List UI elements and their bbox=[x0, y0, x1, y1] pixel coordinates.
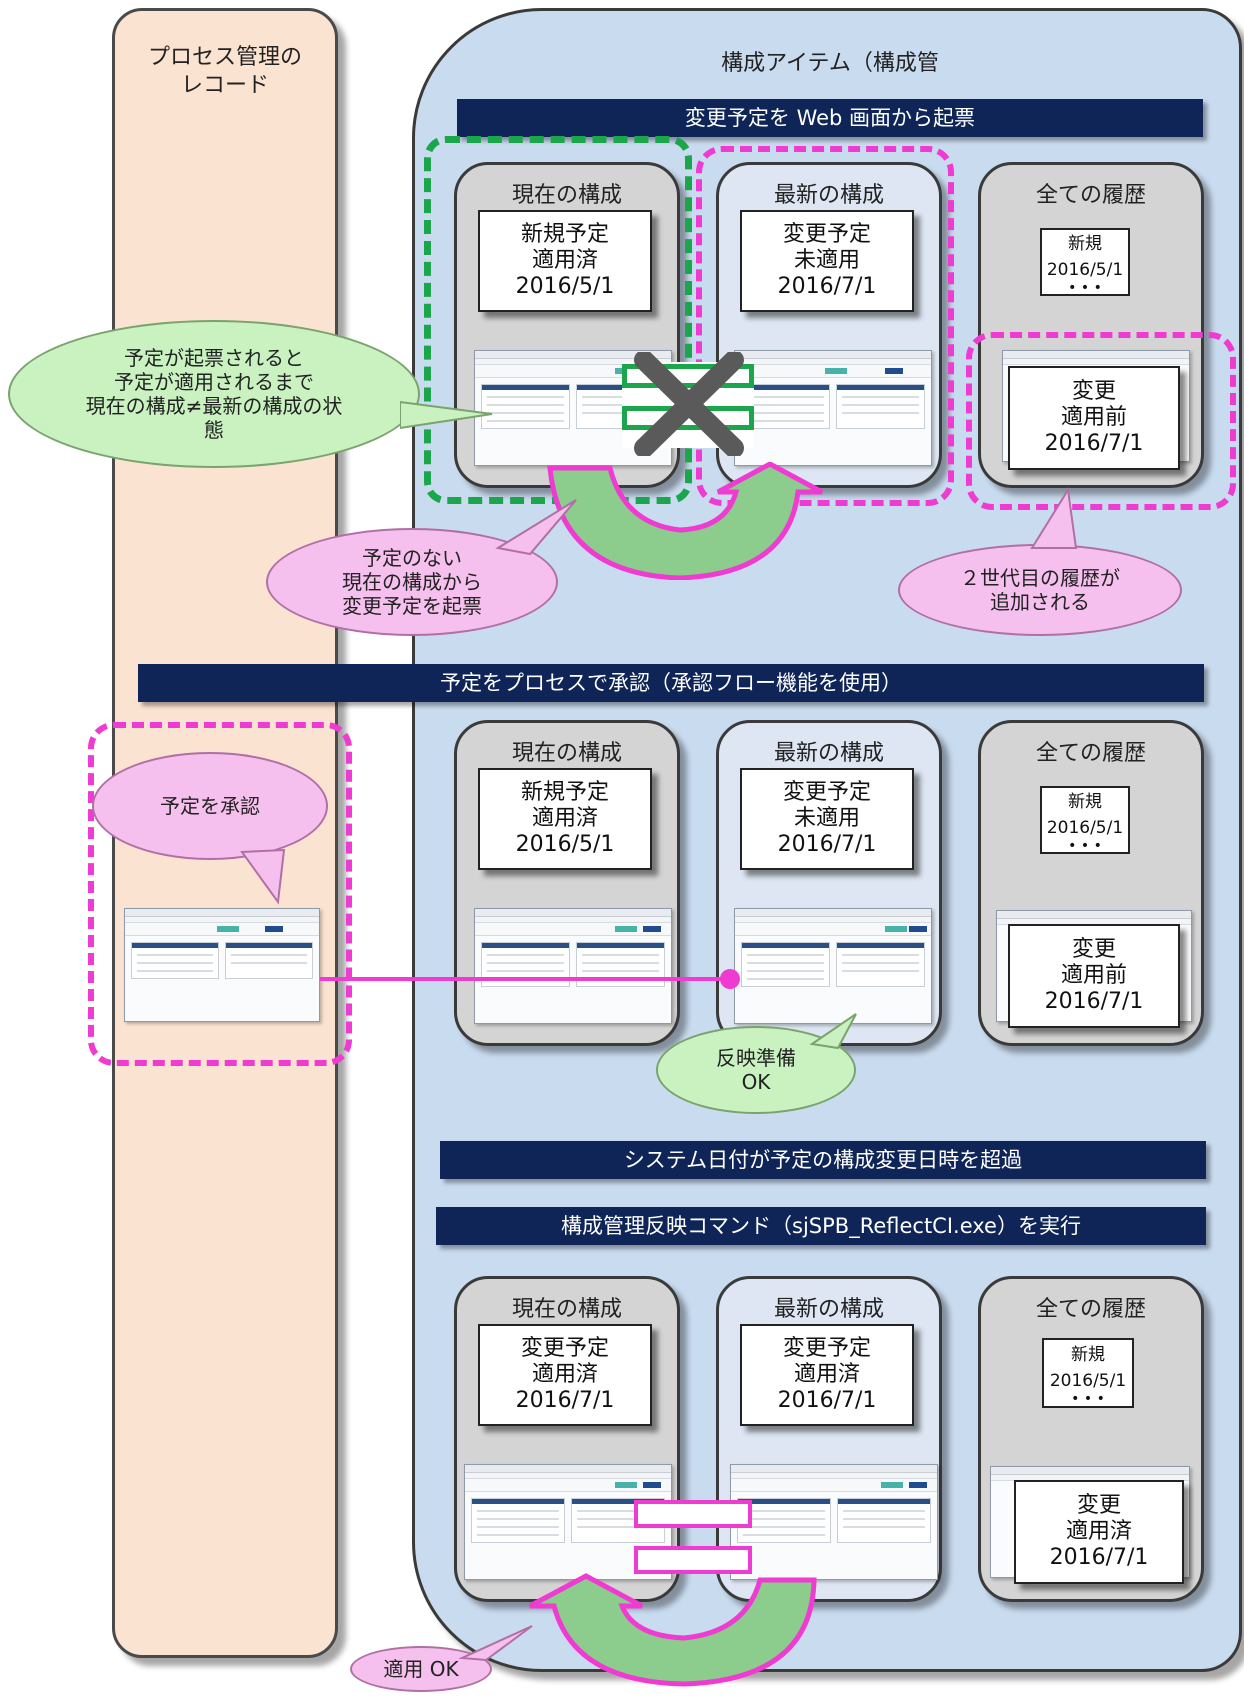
callout-ready: 反映準備 OK bbox=[656, 1026, 856, 1114]
stage2-latest-title: 最新の構成 bbox=[773, 741, 884, 766]
card-line: 新規予定 bbox=[520, 780, 609, 805]
banner-reflect-command: 構成管理反映コマンド（sjSPB_ReflectCI.exe）を実行 bbox=[436, 1207, 1206, 1245]
card-line: 2016/5/1 bbox=[515, 832, 615, 857]
callout-tail bbox=[240, 848, 286, 905]
card-line: 2016/7/1 bbox=[515, 1388, 615, 1413]
card-line: 変更 bbox=[1071, 937, 1116, 962]
callout-issue-change: 予定のない 現在の構成から 変更予定を起票 bbox=[266, 528, 558, 636]
stage1-current-title: 現在の構成 bbox=[511, 183, 622, 208]
stage1-latest-card: 変更予定 未適用 2016/7/1 bbox=[740, 210, 914, 312]
callout-tail bbox=[495, 499, 577, 556]
ci-lane-title: 構成アイテム（構成管 bbox=[721, 51, 939, 76]
equal-bar-bottom bbox=[634, 1546, 752, 1574]
latest-config-highlight bbox=[696, 146, 954, 506]
stage2-latest-card: 変更予定 未適用 2016/7/1 bbox=[740, 768, 914, 870]
card-line: 変更 bbox=[1076, 1493, 1121, 1518]
stage1-latest-screenshot bbox=[734, 350, 932, 466]
stage2-history-new-card: 新規 2016/5/1 • • • bbox=[1040, 786, 1130, 854]
callout-history-added: ２世代目の履歴が 追加される bbox=[898, 544, 1182, 636]
card-line: 新規予定 bbox=[520, 222, 609, 247]
card-line: 2016/5/1 bbox=[1049, 1371, 1127, 1391]
callout-approve: 予定を承認 bbox=[92, 752, 328, 860]
card-line: 変更予定 bbox=[782, 780, 871, 805]
card-line: 変更 bbox=[1071, 379, 1116, 404]
uturn-arrow-icon bbox=[528, 1573, 817, 1687]
uturn-arrow-icon bbox=[547, 462, 824, 580]
stage1-history-change-card: 変更 適用前 2016/7/1 bbox=[1008, 366, 1180, 470]
card-line: 変更予定 bbox=[782, 222, 871, 247]
history-added-highlight bbox=[966, 332, 1236, 510]
stage2-current-card: 新規予定 適用済 2016/5/1 bbox=[478, 768, 652, 870]
card-line: 適用済 bbox=[531, 1362, 598, 1387]
card-line: 2016/7/1 bbox=[777, 274, 877, 299]
cross-mark-icon bbox=[634, 352, 744, 456]
banner-web-issue: 変更予定を Web 画面から起票 bbox=[457, 99, 1203, 137]
card-line: 2016/7/1 bbox=[777, 1388, 877, 1413]
card-line: 2016/5/1 bbox=[1046, 818, 1124, 838]
stage3-latest-card: 変更予定 適用済 2016/7/1 bbox=[740, 1324, 914, 1426]
banner-approve: 予定をプロセスで承認（承認フロー機能を使用） bbox=[138, 664, 1204, 702]
card-line: 未適用 bbox=[793, 806, 860, 831]
card-line: 2016/7/1 bbox=[1044, 431, 1144, 456]
card-line: 2016/5/1 bbox=[1046, 260, 1124, 280]
card-line: 2016/7/1 bbox=[1044, 989, 1144, 1014]
stage3-current-card: 変更予定 適用済 2016/7/1 bbox=[478, 1324, 652, 1426]
stage3-current-title: 現在の構成 bbox=[511, 1297, 622, 1322]
card-line: 新規 bbox=[1071, 1345, 1105, 1365]
stage3-history-new-card: 新規 2016/5/1 • • • bbox=[1042, 1338, 1134, 1408]
card-line: 適用前 bbox=[1060, 963, 1127, 988]
card-line: • • • bbox=[1068, 280, 1102, 296]
stage2-current-title: 現在の構成 bbox=[511, 741, 622, 766]
stage1-latest-title: 最新の構成 bbox=[773, 183, 884, 208]
callout-tail bbox=[1030, 487, 1078, 549]
banner-date-exceeded: システム日付が予定の構成変更日時を超過 bbox=[440, 1141, 1206, 1179]
card-line: 未適用 bbox=[793, 248, 860, 273]
stage1-history-new-card: 新規 2016/5/1 • • • bbox=[1040, 228, 1130, 296]
stage3-latest-screenshot bbox=[730, 1464, 938, 1580]
callout-not-equal: 予定が起票されると 予定が適用されるまで 現在の構成≠最新の構成の状 態 bbox=[8, 320, 420, 468]
callout-apply-ok: 適用 OK bbox=[350, 1646, 492, 1692]
card-line: 新規 bbox=[1068, 234, 1102, 254]
card-line: 変更予定 bbox=[782, 1336, 871, 1361]
stage3-history-title: 全ての履歴 bbox=[1035, 1297, 1146, 1322]
card-line: 新規 bbox=[1068, 792, 1102, 812]
approval-link-line bbox=[320, 977, 730, 981]
card-line: • • • bbox=[1071, 1391, 1105, 1407]
stage1-current-card: 新規予定 適用済 2016/5/1 bbox=[478, 210, 652, 312]
card-line: 2016/5/1 bbox=[515, 274, 615, 299]
stage2-history-title: 全ての履歴 bbox=[1035, 741, 1146, 766]
stage3-history-change-card: 変更 適用済 2016/7/1 bbox=[1014, 1480, 1184, 1584]
stage2-current-screenshot bbox=[474, 908, 672, 1024]
process-lane-title: プロセス管理の レコード bbox=[147, 45, 302, 98]
stage3-latest-title: 最新の構成 bbox=[773, 1297, 884, 1322]
stage2-history-change-card: 変更 適用前 2016/7/1 bbox=[1008, 924, 1180, 1028]
card-line: • • • bbox=[1068, 838, 1102, 854]
approval-record-screenshot bbox=[124, 908, 320, 1022]
card-line: 適用前 bbox=[1060, 405, 1127, 430]
card-line: 変更予定 bbox=[520, 1336, 609, 1361]
card-line: 適用済 bbox=[531, 806, 598, 831]
callout-tail bbox=[458, 1625, 533, 1662]
card-line: 適用済 bbox=[1065, 1519, 1132, 1544]
card-line: 適用済 bbox=[531, 248, 598, 273]
equal-bar-top bbox=[634, 1500, 752, 1528]
card-line: 2016/7/1 bbox=[1049, 1545, 1149, 1570]
callout-tail bbox=[809, 1013, 857, 1050]
approve-highlight bbox=[88, 722, 352, 1066]
approval-link-dot bbox=[720, 969, 740, 989]
stage1-history-title: 全ての履歴 bbox=[1035, 183, 1146, 208]
card-line: 2016/7/1 bbox=[777, 832, 877, 857]
stage2-latest-screenshot bbox=[734, 908, 932, 1024]
callout-tail bbox=[400, 400, 493, 430]
card-line: 適用済 bbox=[793, 1362, 860, 1387]
